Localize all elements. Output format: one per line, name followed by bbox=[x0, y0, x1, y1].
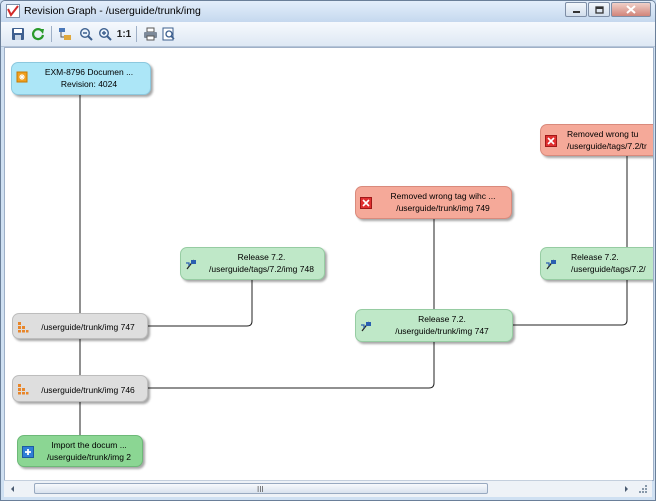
revision-node-tag-right[interactable]: Release 7.2. /userguide/tags/7.2/ bbox=[540, 247, 653, 280]
save-button[interactable] bbox=[9, 25, 27, 43]
arrow-left-icon bbox=[11, 486, 14, 492]
print-button[interactable] bbox=[141, 25, 159, 43]
node-label: Release 7.2. bbox=[237, 252, 286, 262]
zoom-original-label: 1:1 bbox=[116, 28, 132, 40]
added-icon bbox=[22, 446, 34, 458]
window-controls bbox=[564, 2, 651, 17]
node-label: Removed wrong tag wihc ... bbox=[390, 191, 496, 201]
scrollbar-thumb[interactable]: III bbox=[34, 483, 488, 494]
revision-node-747-modified[interactable]: /userguide/trunk/img 747 bbox=[12, 313, 148, 339]
tree-view-button[interactable] bbox=[56, 25, 74, 43]
zoom-in-button[interactable] bbox=[96, 25, 114, 43]
revision-node-2-added[interactable]: Import the docum ... /userguide/trunk/im… bbox=[17, 435, 143, 467]
revision-node-747-tag[interactable]: Release 7.2. /userguide/trunk/img 747 bbox=[355, 309, 513, 342]
scrollbar-grip: III bbox=[257, 485, 264, 494]
print-preview-button[interactable] bbox=[160, 25, 178, 43]
minimize-button[interactable] bbox=[565, 2, 587, 17]
resize-grip-icon bbox=[639, 485, 647, 493]
tag-icon bbox=[186, 259, 196, 270]
zoom-original-button[interactable]: 1:1 bbox=[115, 25, 133, 43]
revision-node-746-modified[interactable]: /userguide/trunk/img 746 bbox=[12, 375, 148, 402]
scroll-left-button[interactable] bbox=[6, 482, 20, 496]
revision-node-748-tag[interactable]: Release 7.2. /userguide/tags/7.2/img 748 bbox=[180, 247, 325, 280]
node-path: /userguide/trunk/img 747 bbox=[41, 322, 135, 332]
toolbar-separator bbox=[51, 26, 52, 42]
node-label: Release 7.2. bbox=[571, 252, 619, 262]
print-icon bbox=[143, 27, 157, 41]
title-bar: Revision Graph - /userguide/trunk/img bbox=[1, 1, 655, 22]
node-label: Release 7.2. bbox=[418, 314, 466, 324]
revision-graph-canvas[interactable]: EXM-8796 Documen ... Revision: 4024 Remo… bbox=[4, 47, 654, 481]
revision-node-removed-right[interactable]: Removed wrong tu /userguide/tags/7.2/tr bbox=[540, 124, 653, 156]
refresh-icon bbox=[31, 28, 45, 41]
zoom-in-icon bbox=[98, 27, 112, 41]
revision-node-4024[interactable]: EXM-8796 Documen ... Revision: 4024 bbox=[11, 62, 151, 95]
node-path: /userguide/trunk/img 2 bbox=[46, 452, 132, 462]
horizontal-scrollbar[interactable]: III bbox=[4, 480, 652, 497]
maximize-button[interactable] bbox=[588, 2, 610, 17]
node-path: /userguide/trunk/img 746 bbox=[41, 385, 135, 395]
deleted-icon bbox=[545, 135, 557, 147]
tag-icon bbox=[546, 259, 556, 270]
zoom-out-button[interactable] bbox=[77, 25, 95, 43]
minimize-icon bbox=[572, 10, 580, 13]
revision-node-749-deleted[interactable]: Removed wrong tag wihc ... /userguide/tr… bbox=[355, 186, 512, 219]
scroll-right-button[interactable] bbox=[619, 482, 633, 496]
save-icon bbox=[12, 28, 24, 40]
tag-icon bbox=[361, 321, 371, 332]
node-path: /userguide/tags/7.2/ bbox=[571, 264, 646, 274]
graph-edges bbox=[79, 95, 628, 435]
close-button[interactable] bbox=[611, 2, 651, 17]
edge-746-tag747 bbox=[148, 338, 435, 389]
resize-grip[interactable] bbox=[636, 482, 650, 496]
revision-graph-app-icon bbox=[6, 4, 20, 18]
edge-tag747-right bbox=[513, 280, 628, 326]
deleted-icon bbox=[360, 197, 372, 209]
node-label: EXM-8796 Documen ... bbox=[44, 67, 134, 77]
zoom-out-icon bbox=[79, 27, 93, 41]
node-label: Import the docum ... bbox=[51, 440, 127, 450]
tree-view-icon bbox=[58, 28, 71, 40]
edge-747-tag748 bbox=[148, 280, 253, 327]
node-path: /userguide/tags/7.2/tr bbox=[567, 141, 647, 151]
close-icon bbox=[626, 5, 636, 14]
window-title: Revision Graph - /userguide/trunk/img bbox=[24, 5, 201, 17]
maximize-icon bbox=[594, 5, 604, 14]
refresh-button[interactable] bbox=[29, 25, 47, 43]
modified-icon bbox=[18, 384, 29, 395]
toolbar: 1:1 bbox=[1, 22, 655, 47]
sparkle-icon bbox=[16, 71, 28, 83]
modified-icon bbox=[18, 322, 29, 333]
preview-icon bbox=[162, 27, 175, 41]
node-revision: Revision: 4024 bbox=[60, 79, 118, 89]
node-label: Removed wrong tu bbox=[567, 129, 639, 139]
toolbar-separator bbox=[136, 26, 137, 42]
node-path: /userguide/tags/7.2/img 748 bbox=[209, 264, 314, 274]
node-path: /userguide/trunk/img 747 bbox=[395, 326, 489, 336]
arrow-right-icon bbox=[625, 486, 628, 492]
node-path: /userguide/trunk/img 749 bbox=[396, 203, 490, 213]
